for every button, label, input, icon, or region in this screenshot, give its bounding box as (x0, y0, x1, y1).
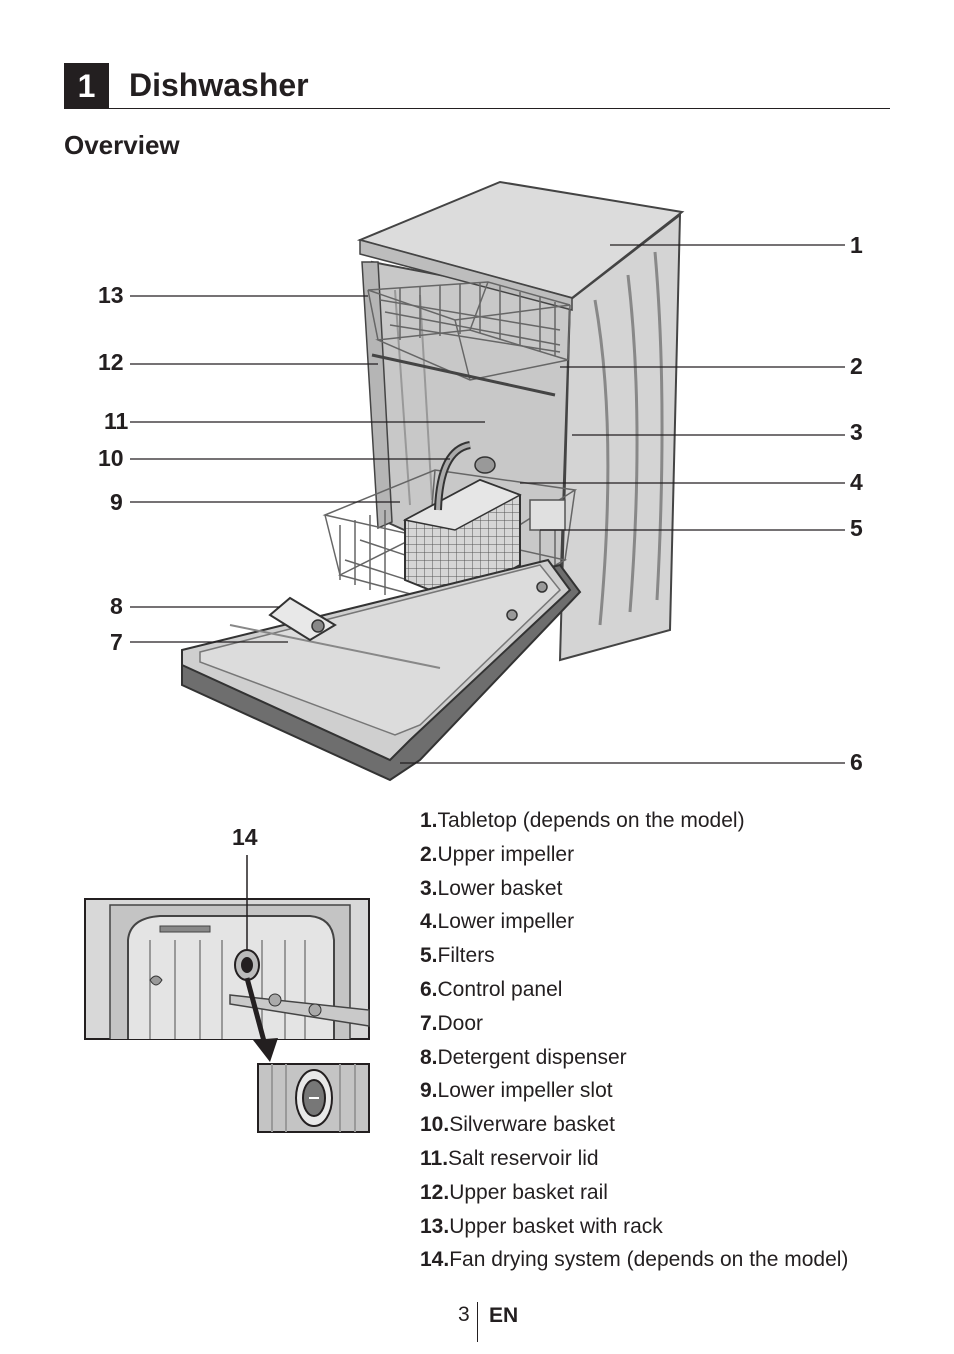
footer-divider (477, 1302, 478, 1342)
filter (529, 499, 566, 531)
legend-item: 14.Fan drying system (depends on the mod… (420, 1248, 849, 1272)
legend-item: 10.Silverware basket (420, 1113, 615, 1137)
legend-item: 4.Lower impeller (420, 910, 575, 934)
callout-14-pointer (244, 855, 278, 1062)
legend-item: 11.Salt reservoir lid (420, 1146, 599, 1170)
callout-11: 11 (104, 408, 129, 434)
lower-impeller (474, 456, 496, 474)
fan-drying-closeup (257, 1063, 370, 1133)
door (181, 558, 582, 782)
upper-basket (367, 281, 571, 397)
callout-3: 3 (850, 419, 863, 445)
leader-lines (130, 244, 845, 764)
callout-1: 1 (850, 232, 863, 258)
legend-item: 2.Upper impeller (420, 842, 575, 866)
callout-12: 12 (98, 349, 124, 375)
callout-10: 10 (98, 445, 124, 471)
title-rule (109, 108, 890, 109)
callout-8: 8 (110, 593, 123, 619)
callout-13: 13 (98, 282, 124, 308)
parts-legend: 1.Tabletop (depends on the model) 2.Uppe… (420, 804, 848, 1277)
silverware-basket (402, 441, 522, 602)
callout-9: 9 (110, 489, 123, 515)
chapter-title: Dishwasher (129, 67, 309, 103)
callout-5: 5 (850, 515, 863, 541)
legend-item: 5.Filters (420, 944, 495, 968)
legend-item: 7.Door (420, 1011, 484, 1035)
language-code: EN (489, 1304, 519, 1327)
tabletop-edge (359, 239, 573, 311)
legend-item: 8.Detergent dispenser (420, 1045, 627, 1069)
callout-7: 7 (110, 629, 123, 655)
legend-item: 1.Tabletop (depends on the model) (420, 809, 745, 832)
callout-4: 4 (850, 469, 863, 495)
legend-item: 13.Upper basket with rack (420, 1214, 663, 1238)
chapter-number-box: 1 (64, 63, 109, 109)
callout-14: 14 (232, 824, 258, 850)
callout-2: 2 (850, 353, 863, 379)
page-number: 3 (458, 1303, 470, 1326)
basket-wheel (506, 609, 518, 621)
legend-item: 12.Upper basket rail (420, 1180, 608, 1204)
section-title: Overview (64, 130, 180, 160)
fan-drying-inset (84, 898, 370, 1040)
legend-item: 6.Control panel (420, 977, 563, 1001)
legend-item: 3.Lower basket (420, 876, 563, 900)
legend-item: 9.Lower impeller slot (420, 1079, 613, 1103)
callout-6: 6 (850, 749, 863, 775)
basket-wheel (536, 581, 548, 593)
